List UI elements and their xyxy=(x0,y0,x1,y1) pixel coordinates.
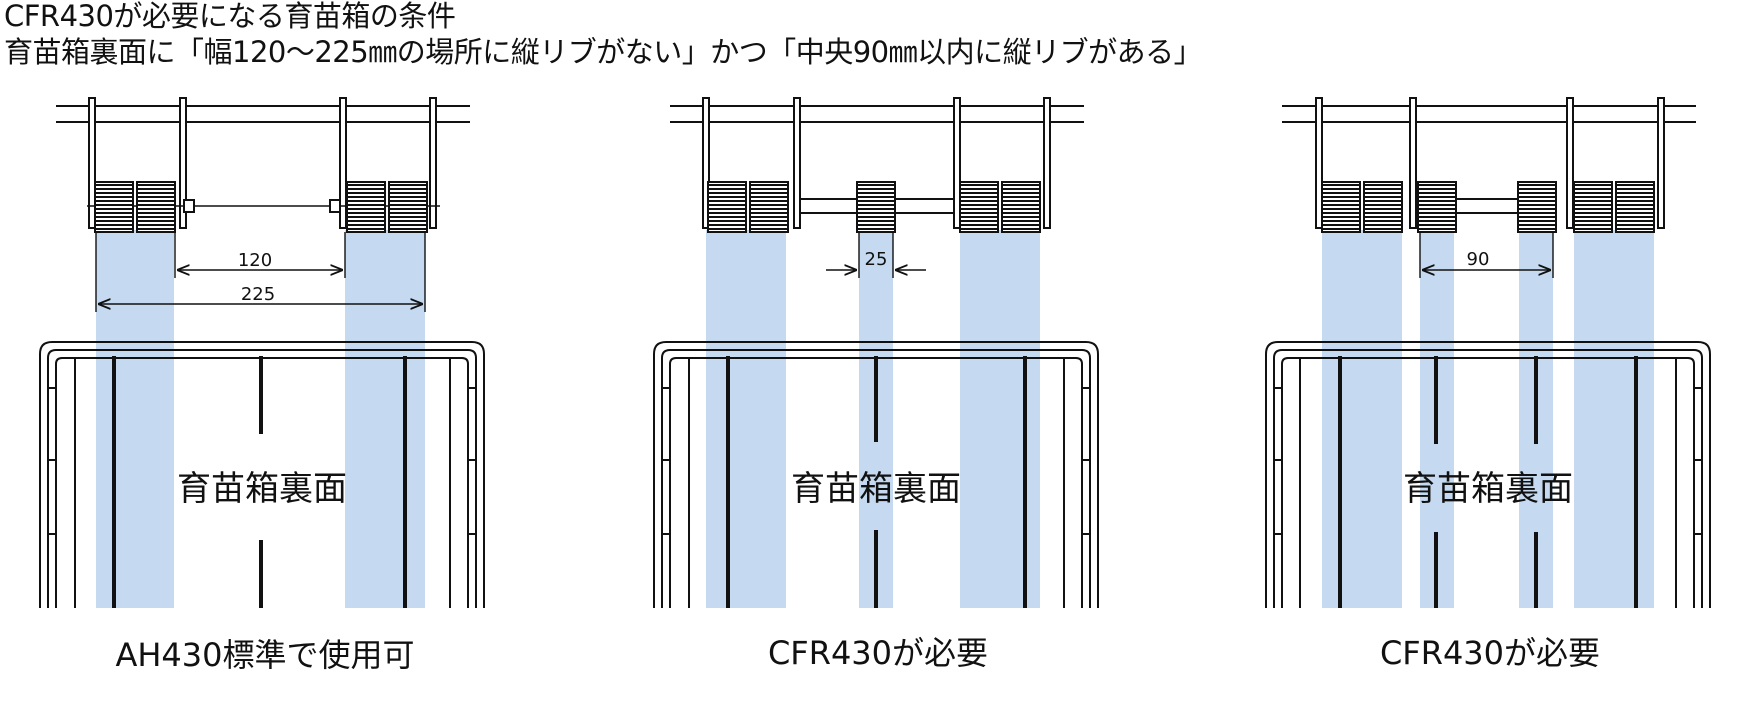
roller-frame xyxy=(670,97,1084,229)
seedling-box xyxy=(1265,341,1711,608)
dimension-label: 225 xyxy=(241,284,275,305)
vertical-rib xyxy=(112,356,407,608)
panel-caption: CFR430が必要 xyxy=(768,634,988,672)
dimension-line xyxy=(95,232,426,312)
box-label: 育苗箱裏面 xyxy=(177,469,347,509)
panel-caption: AH430標準で使用可 xyxy=(115,636,414,674)
diagram-title: CFR430が必要になる育苗箱の条件 xyxy=(4,0,456,33)
highlight-band xyxy=(1574,230,1654,608)
box-label: 育苗箱裏面 xyxy=(791,469,961,509)
diagram-subtitle: 育苗箱裏面に「幅120～225㎜の場所に縦リブがない」かつ「中央90㎜以内に縦リ… xyxy=(4,35,1203,69)
vertical-rib xyxy=(726,356,1027,608)
vertical-rib xyxy=(1338,356,1638,608)
dimension-label: 25 xyxy=(865,249,888,270)
dimension-label: 90 xyxy=(1467,249,1490,270)
panel-caption: CFR430が必要 xyxy=(1380,634,1600,672)
dimension-line xyxy=(1419,232,1554,278)
highlight-band xyxy=(1322,230,1402,608)
roller-frame xyxy=(1282,97,1696,229)
dimension-line xyxy=(826,232,926,278)
box-label: 育苗箱裏面 xyxy=(1403,469,1573,509)
panel-1: 120 225 育苗箱裏面 AH430標準で使用可 xyxy=(39,97,485,674)
seedling-box xyxy=(653,341,1099,608)
panel-2: 25 育苗箱裏面 CFR430が必要 xyxy=(653,97,1099,672)
highlight-band xyxy=(345,230,425,608)
dimension-label: 120 xyxy=(238,250,272,271)
roller-set xyxy=(1321,181,1655,233)
roller-frame xyxy=(56,97,470,229)
panel-3: 90 育苗箱裏面 CFR430が必要 xyxy=(1265,97,1711,672)
highlight-band xyxy=(960,230,1040,608)
roller-set xyxy=(94,181,428,233)
roller-set xyxy=(707,181,1041,233)
highlight-band xyxy=(96,230,174,608)
highlight-band xyxy=(706,230,786,608)
